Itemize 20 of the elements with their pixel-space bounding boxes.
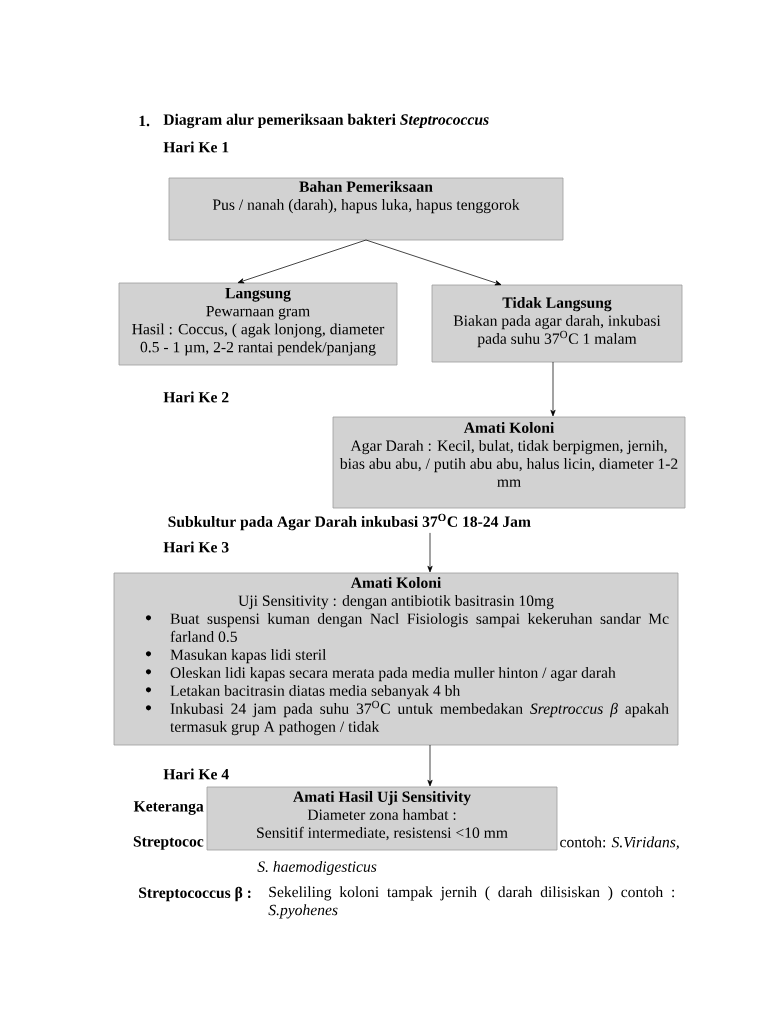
list-number: 1. [139, 115, 150, 127]
note-term: Streptococcus β : [139, 886, 251, 902]
arrow [427, 744, 433, 787]
annotation-text: Subkultur pada Agar Darah inkubasi 37$^{O}$C 18-24 Jam [168, 513, 531, 531]
day-heading: Hari Ke 4 [163, 768, 229, 780]
arrow [550, 361, 556, 417]
title: Diagram alur pemeriksaan bakteri Steptrococcus [163, 113, 489, 129]
day-heading: Hari Ke 2 [163, 391, 229, 403]
arrow [365, 239, 502, 286]
process-box: Amati Koloni Agar Darah : Kecil, bulat, tidak berpigmen, jernih, bias abu abu, / putih abu abu, halus licin, diameter 1-2 mm [332, 416, 686, 509]
note-text: Sekeliling koloni tampak jernih ( darah dilisiskan ) contoh : S.pyohenes [268, 886, 675, 919]
day-heading: Hari Ke 1 [163, 141, 229, 153]
process-box: Bahan Pemeriksaan Pus / nanah (darah), hapus luka, hapus tenggorok [168, 177, 564, 241]
process-box: Amati Koloni Uji Sensitivity : dengan antibiotik basitrasin 10mg Buat suspensi kuman dengan Nacl Fisiologis sampai kekeruhan sandar Mc farland 0.5 Masukan kapas lidi steril Oleskan lidi kapas secara merata pada media muller hinton / agar darah Letakan bacitrasin diatas media sebanyak 4 bh Inkubasi 24 jam pada suhu 37$^{O}$C untuk membedakan Sreptroccus β apakah termasuk grup A pathogen / tidak [113, 572, 679, 746]
process-box: Tidak Langsung Biakan pada agar darah, inkubasi pada suhu 37$^{O}$C 1 malam [431, 284, 683, 363]
arrow [237, 239, 367, 284]
day-heading: Hari Ke 3 [163, 541, 229, 553]
process-box: Amati Hasil Uji Sensitivity Diameter zona hambat : Sensitif intermediate, resistensi <10 mm [206, 786, 558, 851]
arrow [427, 532, 433, 573]
process-box: Langsung Pewarnaan gram Hasil : Coccus, ( agak lonjong, diameter 0.5 - 1 µm, 2-2 rantai pendek/panjang [118, 282, 398, 366]
